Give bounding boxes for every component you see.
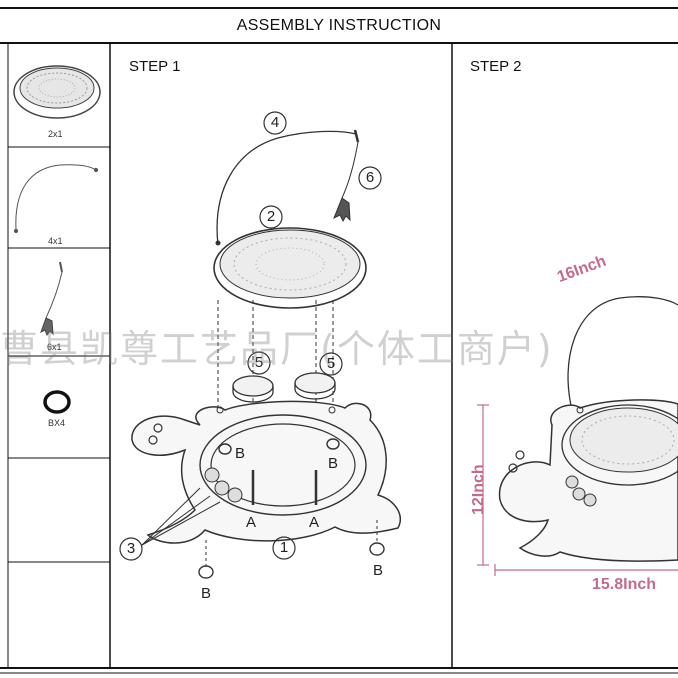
dimension-height: 12Inch xyxy=(470,464,487,515)
callout-6: 6 xyxy=(365,169,375,186)
part-ring-icon xyxy=(43,390,71,414)
label-b-bottom-right: B xyxy=(372,562,383,579)
part-tassel-icon xyxy=(40,261,63,337)
label-a-left: A xyxy=(245,514,256,531)
callout-4: 4 xyxy=(270,114,280,131)
part-qty-rings: BX4 xyxy=(48,418,66,428)
callout-2: 2 xyxy=(266,208,276,225)
step2-label: STEP 2 xyxy=(470,58,522,75)
part-qty-cushion: 2x1 xyxy=(48,129,63,139)
label-b-right: B xyxy=(327,455,338,472)
dimension-lines xyxy=(477,404,678,576)
watermark: 曹县凯尊工艺品厂(个体工商户) xyxy=(0,327,554,371)
step2-illustration xyxy=(498,296,678,562)
part-cushion-icon xyxy=(13,65,101,119)
label-a-right: A xyxy=(308,514,319,531)
frame xyxy=(0,7,678,674)
label-b-left: B xyxy=(234,445,245,462)
callout-1: 1 xyxy=(279,539,289,556)
dimension-width: 15.8Inch xyxy=(592,576,657,593)
step1-illustration xyxy=(119,111,401,579)
part-qty-tassel: 6x1 xyxy=(47,342,62,352)
callout-3: 3 xyxy=(126,540,136,557)
step1-label: STEP 1 xyxy=(129,58,181,75)
callout-5-right: 5 xyxy=(326,355,336,372)
part-wire-icon xyxy=(13,164,99,234)
part-qty-wire: 4x1 xyxy=(48,236,63,246)
callout-5-left: 5 xyxy=(254,354,264,371)
label-b-bottom-left: B xyxy=(200,585,211,602)
page-title: ASSEMBLY INSTRUCTION xyxy=(236,17,442,34)
